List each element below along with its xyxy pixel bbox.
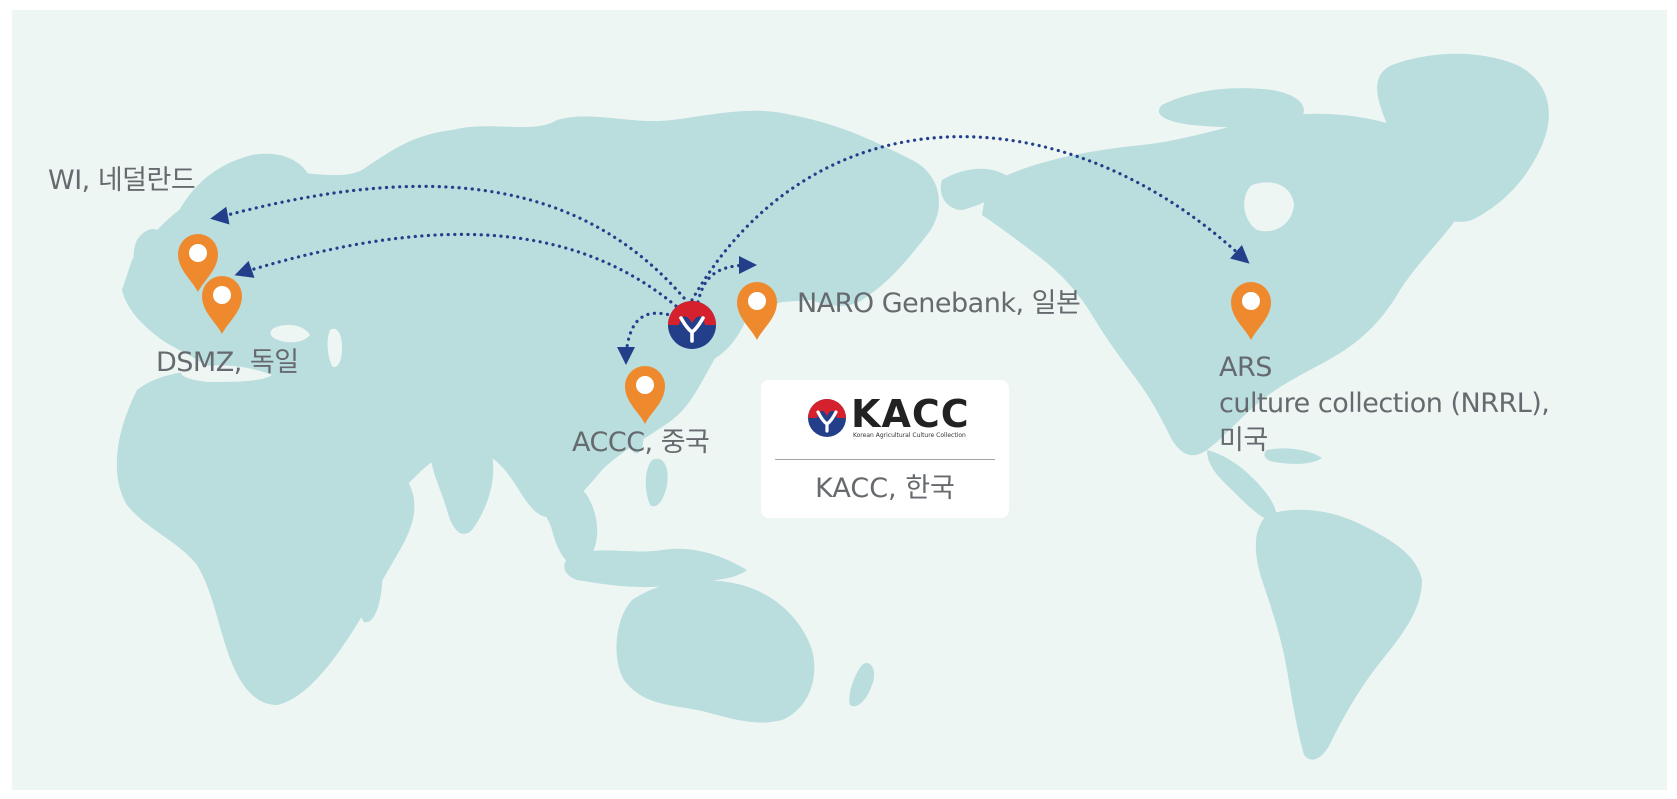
land-philippines [645,458,668,507]
land-arabia [308,408,396,489]
land-north-america [982,113,1463,456]
route-to-ars [690,135,1244,302]
kacc-wordmark: KACC [851,392,970,436]
route-to-wi [218,184,686,300]
land-eurasia [122,110,939,518]
label-dsmz: DSMZ, 독일 [156,347,299,378]
route-to-ars-arrowhead [1230,244,1250,264]
land-madagascar [360,565,383,623]
map-canvas [116,53,1549,760]
land-arctic-islands [1158,88,1304,128]
label-ars-line-3: 미국 [1219,424,1268,456]
land-south-america [1255,509,1422,760]
label-ars-line-2: culture collection (NRRL), [1219,388,1550,420]
kacc-card: KACC Korean Agricultural Culture Collect… [761,380,1009,518]
pin-accc-location-pin-icon [625,366,665,424]
pin-naro-location-pin-icon [737,282,777,340]
kacc-divider [775,459,995,460]
kacc-emblem-icon [808,399,846,437]
land-cuba [1264,448,1322,464]
land-greenland [1377,53,1549,222]
route-to-naro-arrowhead [739,256,757,274]
sea-black [270,324,310,343]
label-naro: NARO Genebank, 일본 [797,288,1081,319]
sea-mediterranean [180,365,272,382]
kacc-hub-emblem-icon [668,301,716,349]
lakes [180,182,1294,382]
land-india [429,428,494,534]
label-accc: ACCC, 중국 [572,427,710,458]
label-ars: ARS culture collection (NRRL), 미국 [1219,350,1550,459]
kacc-hub-emblem [668,301,716,349]
route-to-accc-arrowhead [617,347,635,365]
label-ars-line-1: ARS [1219,352,1272,383]
pin-dsmz-location-pin-icon [202,276,242,334]
land-se-asia [531,476,598,566]
kacc-tagline: Korean Agricultural Culture Collection [853,432,966,439]
land-britain [133,228,165,278]
sea-caspian [327,328,342,368]
lake-hudson-bay [1244,182,1294,232]
pin-wi-location-pin-icon [178,234,218,292]
route-to-wi-arrowhead [210,206,230,225]
world-map: WI, 네덜란드 DSMZ, 독일 ACCC, 중국 NARO Genebank… [12,10,1667,790]
land-new-zealand [849,662,875,707]
label-kacc: KACC, 한국 [815,473,955,504]
land-central-america [1207,450,1277,522]
routes [210,135,1250,365]
route-to-accc [624,311,676,357]
land-scandinavia [172,153,312,248]
land-alaska [940,168,1012,210]
land-japan [703,264,754,361]
land-indonesia [564,548,747,588]
route-to-dsmz [242,232,678,308]
route-to-dsmz-arrowhead [234,260,255,278]
pins [178,234,1271,424]
label-wi: WI, 네덜란드 [48,165,196,196]
land-australia [616,580,815,723]
land-taiwan [630,428,644,454]
pin-ars-location-pin-icon [1231,282,1271,340]
kacc-logo: KACC Korean Agricultural Culture Collect… [807,392,969,442]
land-masses [116,53,1549,760]
